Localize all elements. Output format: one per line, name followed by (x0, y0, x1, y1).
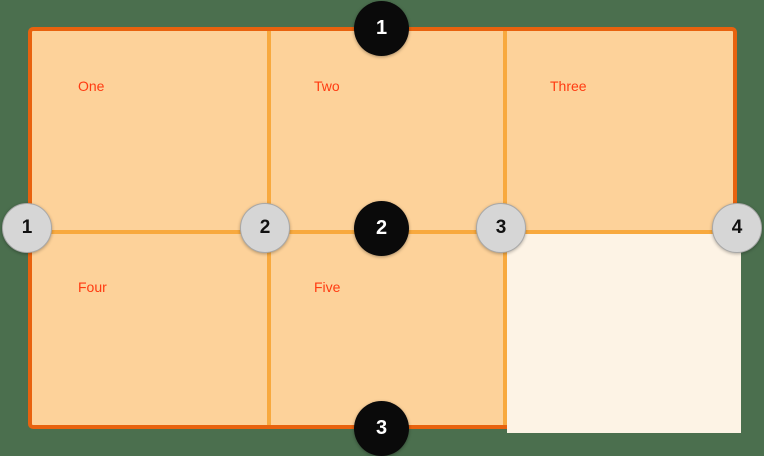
row-handle-2[interactable]: 2 (354, 201, 409, 256)
row-handle-1[interactable]: 1 (354, 1, 409, 56)
grid-cell-label-four: Four (78, 279, 107, 295)
column-handle-4[interactable]: 4 (712, 203, 762, 253)
column-handle-1[interactable]: 1 (2, 203, 52, 253)
grid-cell-label-two: Two (314, 78, 340, 94)
grid-frame: One Two Three Four Five (28, 27, 741, 433)
column-handle-2[interactable]: 2 (240, 203, 290, 253)
grid-cell-six-highlight[interactable] (507, 234, 741, 433)
row-handle-3[interactable]: 3 (354, 401, 409, 456)
grid-cell-label-five: Five (314, 279, 341, 295)
column-handle-3[interactable]: 3 (476, 203, 526, 253)
grid-cell-label-three: Three (550, 78, 587, 94)
grid-cell-label-one: One (78, 78, 105, 94)
